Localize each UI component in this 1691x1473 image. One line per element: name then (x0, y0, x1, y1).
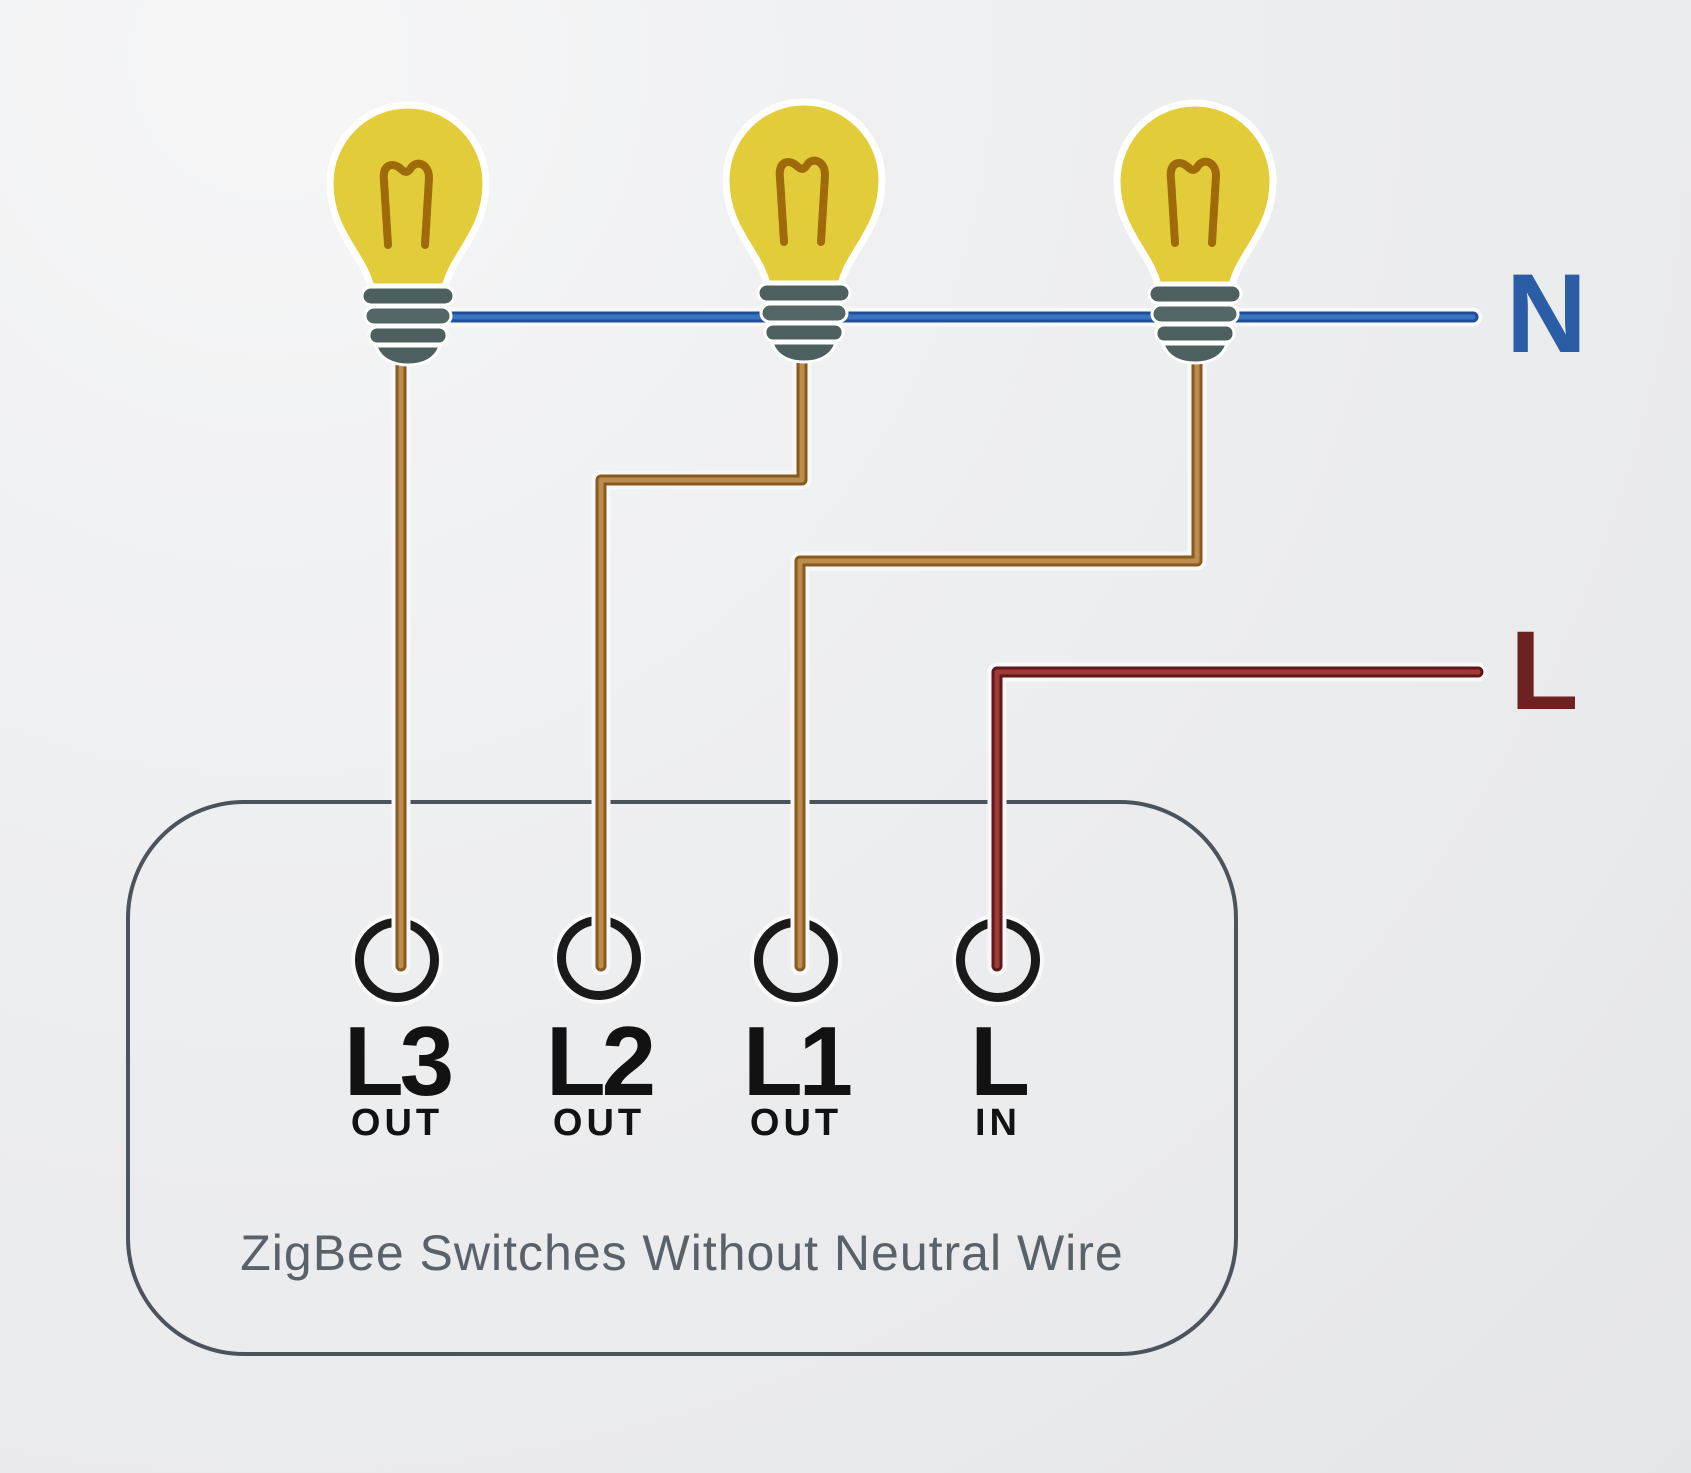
terminal-label-l1: L1 (742, 1006, 853, 1116)
terminal-sublabel-l1: OUT (749, 1102, 843, 1144)
light-bulb-2 (722, 98, 886, 364)
terminal-sublabel-l: IN (975, 1102, 1021, 1144)
bulb-base-band (360, 285, 456, 307)
bulb-base-tip (1160, 342, 1230, 365)
bulb-base-band (1154, 323, 1236, 344)
bulb-glass (326, 101, 490, 291)
bulb-base-band (363, 305, 453, 327)
bulb-filament-icon (775, 156, 829, 246)
bulb-filament-icon (379, 159, 433, 249)
bulb-base-band (763, 322, 845, 343)
bulb-base-tip (769, 341, 839, 364)
light-bulb-3 (1113, 99, 1277, 365)
bulb-base-band (1150, 303, 1240, 325)
bulb-glass (1113, 99, 1277, 289)
bulb-base-band (756, 282, 852, 304)
neutral-line-label: N (1506, 251, 1587, 376)
terminal-label-l2: L2 (545, 1006, 656, 1116)
bulb-base-band (759, 302, 849, 324)
terminal-label-l3: L3 (343, 1006, 454, 1116)
light-bulb-1 (326, 101, 490, 367)
bulb-base-band (1147, 283, 1243, 305)
switch-module-outline (126, 800, 1238, 1356)
bulb-filament-icon (1166, 157, 1220, 247)
terminal-sublabel-l2: OUT (552, 1102, 646, 1144)
bulb-glass (722, 98, 886, 288)
live-line-label: L (1510, 608, 1579, 733)
terminal-label-l: L (970, 1006, 1030, 1116)
wire-l2-out (591, 342, 812, 976)
terminal-sublabel-l3: OUT (350, 1102, 444, 1144)
bulb-base-tip (373, 344, 443, 367)
wire-l1-out (790, 342, 1207, 976)
bulb-base-band (367, 325, 449, 346)
live-line (987, 662, 1488, 976)
module-caption: ZigBee Switches Without Neutral Wire (240, 1225, 1124, 1281)
